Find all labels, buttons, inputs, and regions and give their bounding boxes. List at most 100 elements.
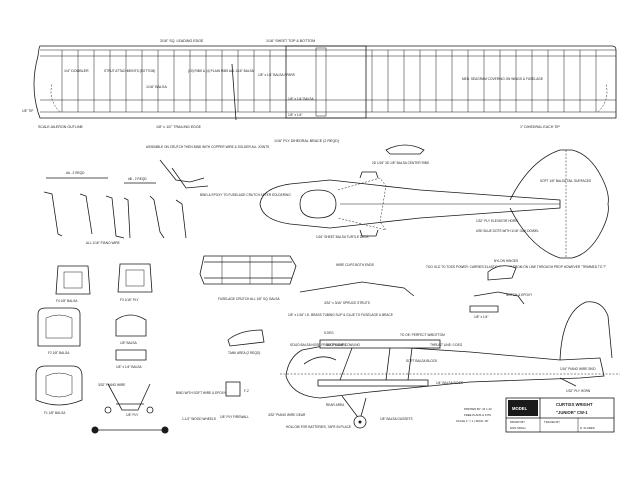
cockpit-opening <box>299 189 337 219</box>
label-balsa-1-8: 1/8" BALSA <box>120 341 138 345</box>
scale-span: SCALE 1" = 1 | SPAN: 18" <box>456 419 489 423</box>
wing-outline <box>33 45 617 119</box>
label-center-rib: 2D 1/16" 3D 1/8" BALSA CENTER RIBS <box>372 161 429 165</box>
former-small <box>115 314 147 337</box>
side-lower-wing <box>317 379 429 387</box>
label-wire-clips: WIRE CLIPS BOTH ENDS <box>336 263 374 267</box>
label-leading-edge: 3/16" SQ. LEADING EDGE <box>160 39 204 43</box>
label-nylon-hinges: NYLON HINGES <box>494 259 518 263</box>
interplane-struts: WIRE CLIPS BOTH ENDS 3/32" x 3/16" SPRUC… <box>288 263 606 317</box>
rudder-hinge-parts: NYLON HINGES NOTCH & EPOXY 1/8" x 1/4" <box>469 259 533 319</box>
fuselage-plan-view: SOFT 1/8" BALSA TAIL SURFACES 1/16" SHEE… <box>259 149 609 259</box>
former-f1 <box>35 365 83 406</box>
traced-by: D. FLORES <box>580 426 595 430</box>
side-rudder <box>559 301 613 361</box>
label-f1: F1 1/8" BALSA <box>44 411 66 415</box>
landing-gear-parts: 3/32" PIANO WIRE BIND WITH SOFT WIRE & E… <box>91 383 227 434</box>
aileron-outline <box>50 83 61 113</box>
center-section <box>285 45 367 119</box>
label-spruce-struts: 3/32" x 3/16" SPRUCE STRUTS <box>324 301 370 305</box>
label-center-balsa: 1/8" x 1/4" BALSA <box>288 97 315 101</box>
former-f2 <box>37 307 81 347</box>
label-wire-b: #B - 2 REQD <box>128 177 147 181</box>
cabane-wire-sketch <box>159 159 205 183</box>
label-tail-balsa: 1/8" x 1/4" <box>474 315 489 319</box>
side-strip <box>115 349 147 361</box>
wheel-left <box>91 426 99 434</box>
label-dowel-note: USE BLUE DOTS WITH 1/16" OAK DOWEL <box>476 229 539 233</box>
gear-wire-part <box>107 383 151 411</box>
label-piano-wire: 3/32" PIANO WIRE <box>98 383 125 387</box>
label-trailing-edge: 1/8" x 1/2" TRAILING EDGE <box>156 125 202 129</box>
fuselage-crutch: FUSELAGE CRUTCH ALL 1/8" SQ. BALSA <box>199 255 297 301</box>
plane-name: CURTISS WRIGHT <box>556 402 593 407</box>
top-wing-plan: 3/16" SQ. LEADING EDGE 1/16" SHEET TOP &… <box>22 39 617 143</box>
label-elevator-note: 1/32" PLY ELEVATOR HORN <box>476 219 518 223</box>
label-sheet-top: 1/16" SHEET TOP & BOTTOM <box>266 39 315 43</box>
label-firewall: 1/8" PLY FIREWALL <box>220 415 249 419</box>
label-ribs: (20) RIBS & (4) PLAIN RIBS ALL 1/16" BAL… <box>188 69 255 73</box>
label-f2: F2 1/8" BALSA <box>48 351 70 355</box>
label-all-wire: ALL 1/16" PIANO WIRE <box>86 241 120 245</box>
label-ply-horn: 1/32" PLY HORN <box>566 389 591 393</box>
label-bind-wire: BIND WITH SOFT WIRE & EPOXY <box>176 391 227 395</box>
wheel-right <box>161 426 169 434</box>
drawn-by-label: DRAWN BY <box>510 420 525 424</box>
label-aileron: SCALE AILERON OUTLINE <box>38 125 84 129</box>
label-cabane-note: ASSEMBLE ON CRUTCH THEN BIND WITH COPPER… <box>146 145 269 149</box>
label-brass-tube: 1/8" x 1/16" I.D. BRASS TUBING SLIP & GL… <box>288 313 393 317</box>
wire-strut-1 <box>43 191 63 237</box>
label-rear-area: REAR AREA <box>326 403 345 407</box>
label-wire-a: #A - 2 REQD <box>66 171 85 175</box>
label-f3: F3 1/16" PLY <box>120 298 139 302</box>
wing-ribs <box>61 50 597 112</box>
brand-logo <box>508 400 538 416</box>
label-f5: F-2 <box>244 389 249 393</box>
wire-strut-3 <box>149 195 165 239</box>
label-notch-epoxy: NOTCH & EPOXY <box>506 293 533 297</box>
label-balsa-spars: 1/8" x 1/4" BALSA SPARS <box>258 73 295 77</box>
label-hollow: HOLLOW FOR BATTERIES, TAPE IN PLACE <box>286 425 351 429</box>
label-soft-block: SOFT BALSA BLOCK <box>406 359 438 363</box>
kits-line: FREE PLANS & KITS <box>464 413 491 417</box>
former-f5: F-2 1/8" PLY FIREWALL <box>220 381 249 419</box>
printed-by: PRINTED BY: 44 1 40 <box>464 407 492 411</box>
label-gear-wire: 3/32" PIANO WIRE GEAR <box>268 413 306 417</box>
tank-area: TANK AREA (2 REQD) <box>227 329 265 355</box>
label-covering: MED. SEAGRAM COVERING ON WINGS & FUSELAG… <box>462 77 543 81</box>
label-doubler: 1/4" DOUBLER <box>64 69 89 73</box>
label-solid-balsa: SOLID BALSA NOSE FROM 3" LAMPS <box>290 343 346 347</box>
label-tail-surfaces: SOFT 1/8" BALSA TAIL SURFACES <box>540 179 591 183</box>
former-f4 <box>55 265 91 295</box>
label-thrust-line: THRUST LINE: 0 DEG <box>430 343 463 347</box>
side-upper-wing <box>319 339 441 349</box>
label-turtle-deck: 1/16" SHEET BALSA TURTLE DECK <box>316 235 370 239</box>
label-neoprene: NEOPRENE COWLING <box>326 343 361 347</box>
tail-plan <box>509 149 609 259</box>
cabane-wire-parts: ASSEMBLE ON CRUTCH THEN BIND WITH COPPER… <box>43 144 429 245</box>
former-f3 <box>117 263 153 293</box>
title-block: MODEL CURTISS WRIGHT "JUNIOR" CW-1 DRAWN… <box>456 397 615 433</box>
dihedral-brace-line <box>231 63 237 121</box>
plane-model: "JUNIOR" CW-1 <box>556 410 588 415</box>
label-fwd-balsa: 1/8" x 1/4" <box>288 113 303 117</box>
label-tank: TANK AREA (2 REQD) <box>228 351 260 355</box>
label-crutch: FUSELAGE CRUTCH ALL 1/8" SQ. BALSA <box>218 297 280 301</box>
label-dummy-eng: 1/4" BALSA SIDES <box>436 381 463 385</box>
strut-sketch <box>299 281 415 297</box>
label-gussets: 1/8" BALSA GUSSETS <box>380 417 413 421</box>
label-tip: 1/8" TIP <box>22 109 33 113</box>
center-rib-part <box>385 144 425 155</box>
label-skid: 1/16" PIANO WIRE SKID <box>560 367 596 371</box>
label-dihedral-deg: 5 DEG <box>324 331 334 335</box>
label-wheels: 1-1/2" WOOD WHEELS <box>182 417 216 421</box>
side-view: TO OE: PERFECT W/BOTTOM 5 DEG NEOPRENE C… <box>268 301 620 429</box>
label-f4: F4 1/8" BALSA <box>56 299 78 303</box>
label-power-note: TOO OLD TO TOSS POWER: CARRIES ELASTIC P… <box>426 265 606 269</box>
label-strut-attach: STRUT ATTACHMENTS (BOTTOM) <box>104 69 155 73</box>
label-dihedral-brace: 1/16" PLY DIHEDRAL BRACE (2 REQD) <box>274 139 339 143</box>
label-sides: 1/8" x 1/4" BALSA <box>116 365 143 369</box>
label-bind-epoxy: BIND & EPOXY TO FUSELAGE CRUTCH AFTER SO… <box>200 193 291 197</box>
